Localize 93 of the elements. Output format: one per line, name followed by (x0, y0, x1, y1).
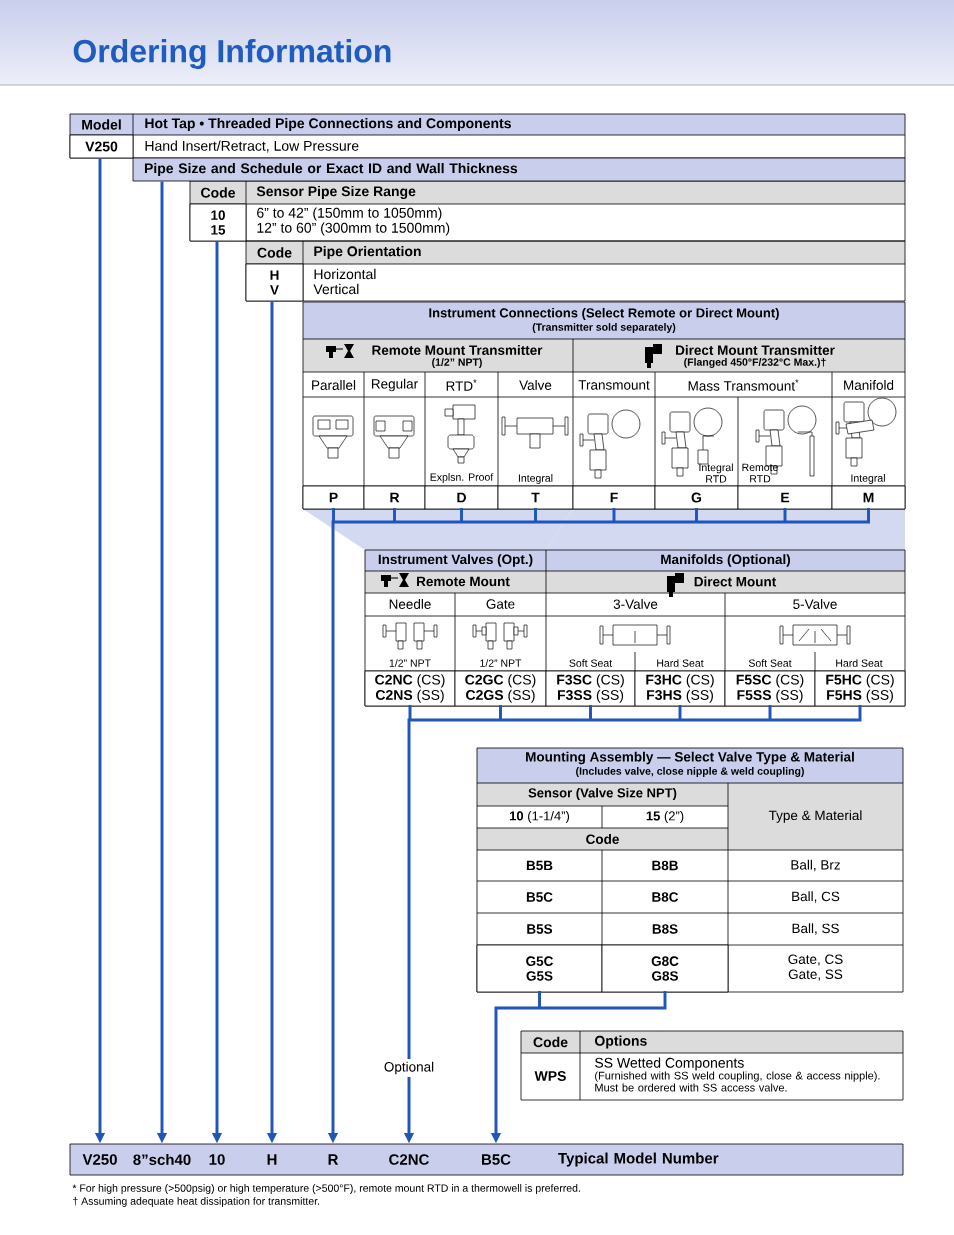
section-header: Direct Mount (694, 576, 777, 587)
table-note: (Furnished with SS weld coupling, close & access nipple). Must be ordered with SS access valve. (595, 1071, 880, 1092)
code-cell: G5C G5S (476, 944, 603, 993)
picture-caption: Integral (851, 474, 885, 484)
column-header: Manifold (844, 380, 894, 390)
column-header: Code (257, 247, 292, 258)
column-header: Options (594, 1035, 647, 1049)
table-text: SS Wetted Components (595, 1057, 744, 1071)
code-cell: M (831, 485, 906, 510)
model-code: V250 (82, 1154, 117, 1165)
column-header: 10 (1-1/4”) (510, 810, 570, 824)
code-cell: C2GC (CS) C2GS (SS) (454, 670, 547, 707)
section-header: Direct Mount Transmitter (676, 345, 835, 355)
column-header: Code (586, 834, 619, 844)
table-text: Gate, SS (788, 969, 843, 981)
section-header: Remote Mount (417, 576, 510, 587)
table-text: 6” to 42” (150mm to 1050mm) (257, 207, 442, 221)
picture-caption: 1/2” NPT (480, 659, 522, 667)
table-text: Ball, Brz (791, 859, 840, 872)
section-header: Manifolds (Optional) (661, 554, 791, 567)
code-cell: H V (245, 263, 304, 302)
column-header: RTD$^{*}$ (446, 379, 477, 391)
column-header: Needle (389, 599, 431, 609)
edge-label: Optional (381, 1059, 437, 1077)
code-cell: F3SC (CS) F3SS (SS) (545, 670, 636, 707)
picture-caption: Soft Seat (748, 659, 792, 667)
picture-caption: Soft Seat (569, 659, 613, 667)
column-header: Gate (486, 599, 515, 609)
code-text: B5C (526, 892, 553, 902)
picture-caption: Integral RTD (699, 463, 733, 483)
column-header: Regular (372, 378, 418, 392)
column-header: Sensor (Valve Size NPT) (528, 787, 677, 801)
column-header: 3-Valve (613, 599, 658, 609)
model-code: 10 (209, 1154, 225, 1165)
section-header: Instrument Connections (Select Remote or Direct Mount) (429, 307, 779, 321)
column-header: 15 (2”) (646, 810, 684, 824)
table-text: Hand Insert/Retract, Low Pressure (145, 140, 359, 153)
section-header: Remote Mount Transmitter (372, 345, 543, 355)
code-text: WPS (534, 1071, 566, 1081)
code-text: B5B (526, 860, 553, 871)
picture-caption: Integral (518, 474, 553, 484)
column-header: Mass Transmount$^{*}$ (688, 379, 799, 391)
code-cell: C2NC (CS) C2NS (SS) (364, 670, 456, 707)
code-text: B8C (652, 892, 679, 902)
table-text: Ball, CS (792, 891, 840, 903)
column-header: Sensor Pipe Size Range (256, 185, 416, 200)
column-header: Parallel (312, 380, 356, 390)
picture-caption: Remote RTD (742, 463, 778, 483)
model-code: H (267, 1154, 277, 1165)
picture-caption: Explsn. Proof (430, 473, 494, 483)
table-text: Ball, SS (792, 923, 839, 935)
picture-caption: Hard Seat (836, 659, 883, 667)
section-header-bar: Pipe Size and Schedule or Exact ID and Wall Thickness (132, 157, 906, 182)
table-text: 12” to 60” (300mm to 1500mm) (257, 222, 450, 236)
column-header: Hot Tap • Threaded Pipe Connections and Components (145, 118, 511, 132)
code-cell: G8C G8S (601, 944, 729, 993)
picture-caption: 1/2” NPT (389, 659, 431, 667)
column-header: Transmount (578, 380, 650, 390)
code-cell: E (737, 485, 833, 510)
code-cell: D (424, 485, 499, 510)
section-note: (Transmitter sold separately) (532, 323, 676, 333)
model-code: 8”sch40 (133, 1154, 191, 1165)
column-header: Pipe Orientation (314, 246, 421, 260)
model-code: R (328, 1154, 339, 1165)
column-header: Code (201, 187, 235, 198)
code-cell: F (572, 485, 656, 510)
code-cell: F5HC (CS) F5HS (SS) (814, 670, 906, 707)
footnote: † Assuming adequate heat dissipation for transmitter. (73, 1197, 320, 1207)
column-header: Type & Material (768, 810, 862, 823)
code-cell: G (654, 485, 739, 510)
section-note: (1/2” NPT) (432, 358, 482, 368)
column-header: Code (533, 1036, 568, 1048)
code-cell: V250 (69, 134, 134, 159)
code-cell: P (302, 485, 365, 510)
section-header: Mounting Assembly — Select Valve Type & Material (526, 751, 854, 765)
code-cell: 10 15 (189, 203, 247, 242)
column-header: Valve (519, 380, 552, 390)
model-code: C2NC (389, 1154, 429, 1165)
section-note: (Flanged 450°F/232°C Max.)† (684, 358, 826, 368)
column-header: 5-Valve (793, 599, 837, 609)
code-cell: R (363, 485, 426, 510)
model-code: B5C (482, 1154, 511, 1165)
code-cell: T (497, 485, 574, 510)
code-cell: F3HC (CS) F3HS (SS) (634, 670, 726, 707)
column-header: Model (82, 119, 121, 130)
code-cell: F5SC (CS) F5SS (SS) (724, 670, 816, 707)
code-text: B8B (652, 860, 678, 871)
section-header: Instrument Valves (Opt.) (378, 554, 533, 567)
footnote: * For high pressure (>500psig) or high temperature (>500°F), remote mount RTD in a thermowell is preferred. (72, 1184, 580, 1194)
page-title: Ordering Information (73, 39, 391, 69)
picture-caption: Hard Seat (657, 659, 704, 667)
section-note: (Includes valve, close nipple & weld coupling) (576, 767, 804, 777)
table-text: Gate, CS (788, 954, 843, 966)
